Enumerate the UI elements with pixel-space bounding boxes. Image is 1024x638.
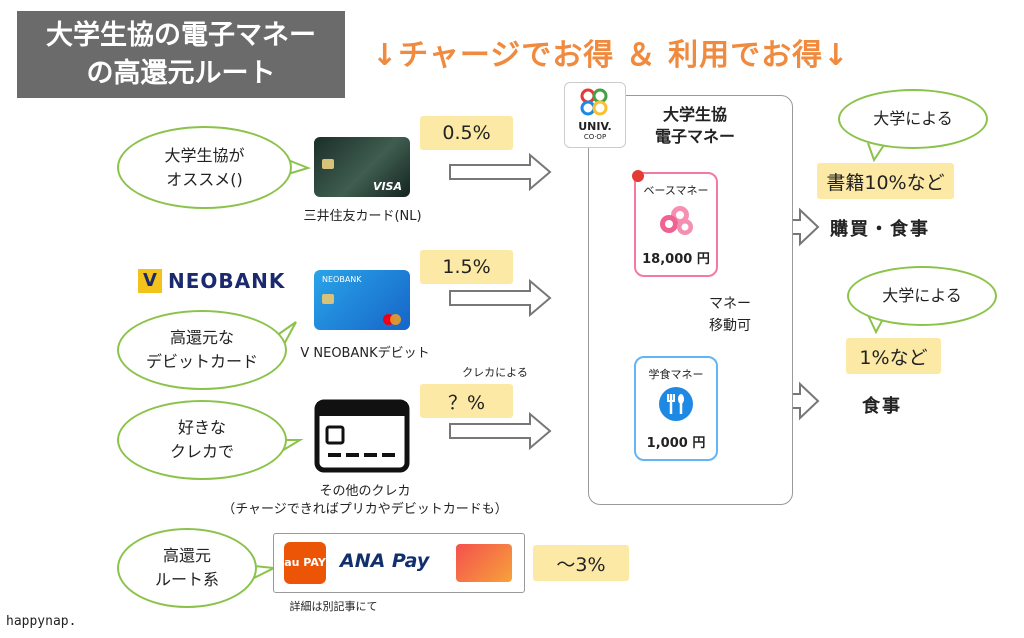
rate-outcome-2: 1%など [846,338,941,374]
page-title: 大学生協の電子マネー の高還元ルート [17,11,345,98]
au-pay-icon: au PAY [284,542,326,584]
watermark: happynap. [6,614,77,629]
move-note: マネー 移動可 [709,296,751,334]
outcome-label-2: 食事 [862,396,902,417]
visa-logo: VISA [372,180,402,193]
title-line-2: の高還元ルート [86,58,276,89]
card-label-other-note: （チャージできればプリカやデビットカードも） [222,502,508,517]
coins-icon [660,206,693,235]
card-label-smbc: 三井住友カード(NL) [303,209,422,224]
bubble-outcome-2: 大学による [847,266,997,326]
base-money-card: ベースマネー 18,000 円 [632,170,718,277]
arrow-route-1 [449,152,552,192]
credit-card-icon [314,399,410,473]
rate-route-3: ？% [420,384,513,418]
univ-coop-logo: UNIV. CO·OP [564,82,626,148]
rate-outcome-1: 書籍10%など [817,163,954,199]
title-line-1: 大学生協の電子マネー [46,20,316,51]
chip-icon [322,294,334,304]
rate-route-4: ～3% [533,545,629,581]
cutlery-icon [659,387,693,421]
check-badge-icon [632,170,644,182]
neobank-card: NEOBANK [314,270,410,330]
rate-route-2: 1.5% [420,250,513,284]
ana-pay-logo: ANA Pay [340,550,430,572]
meal-money-card: 学食マネー 1,000 円 [634,356,718,461]
bubble-tail-4 [253,565,278,579]
bubble-outcome-1: 大学による [838,89,988,149]
payment-apps-box: au PAY ANA Pay [273,533,525,593]
bubble-recommend: 大学生協がオススメ() [117,126,292,209]
arrow-route-2 [449,278,552,318]
neobank-logo: V NEOBANK [138,268,288,294]
outcome-label-1: 購買・食事 [830,219,930,240]
chip-icon [322,159,334,169]
prepaid-card-icon [456,544,512,582]
panel-title: 大学生協 電子マネー [654,105,735,146]
bubble-debit: 高還元なデビットカード [117,310,287,390]
rate-route-1: 0.5% [420,116,513,150]
footnote: 詳細は別記事にて [289,600,378,613]
mastercard-logo [383,314,394,325]
card-label-other: その他のクレカ [319,484,411,499]
card-label-neobank: V NEOBANKデビット [300,346,430,361]
bubble-tail-1 [287,159,312,175]
smbc-card: VISA [314,137,410,197]
bubble-high-return: 高還元ルート系 [117,528,257,608]
bubble-any-card: 好きなクレカで [117,400,287,480]
bubble-tail-5 [867,142,885,163]
v-mark-icon: V [138,269,162,293]
rate-note: クレカによる [462,366,528,379]
arrow-route-3 [449,411,552,451]
headline: ↓チャージでお得 ＆ 利用でお得↓ [372,38,850,73]
